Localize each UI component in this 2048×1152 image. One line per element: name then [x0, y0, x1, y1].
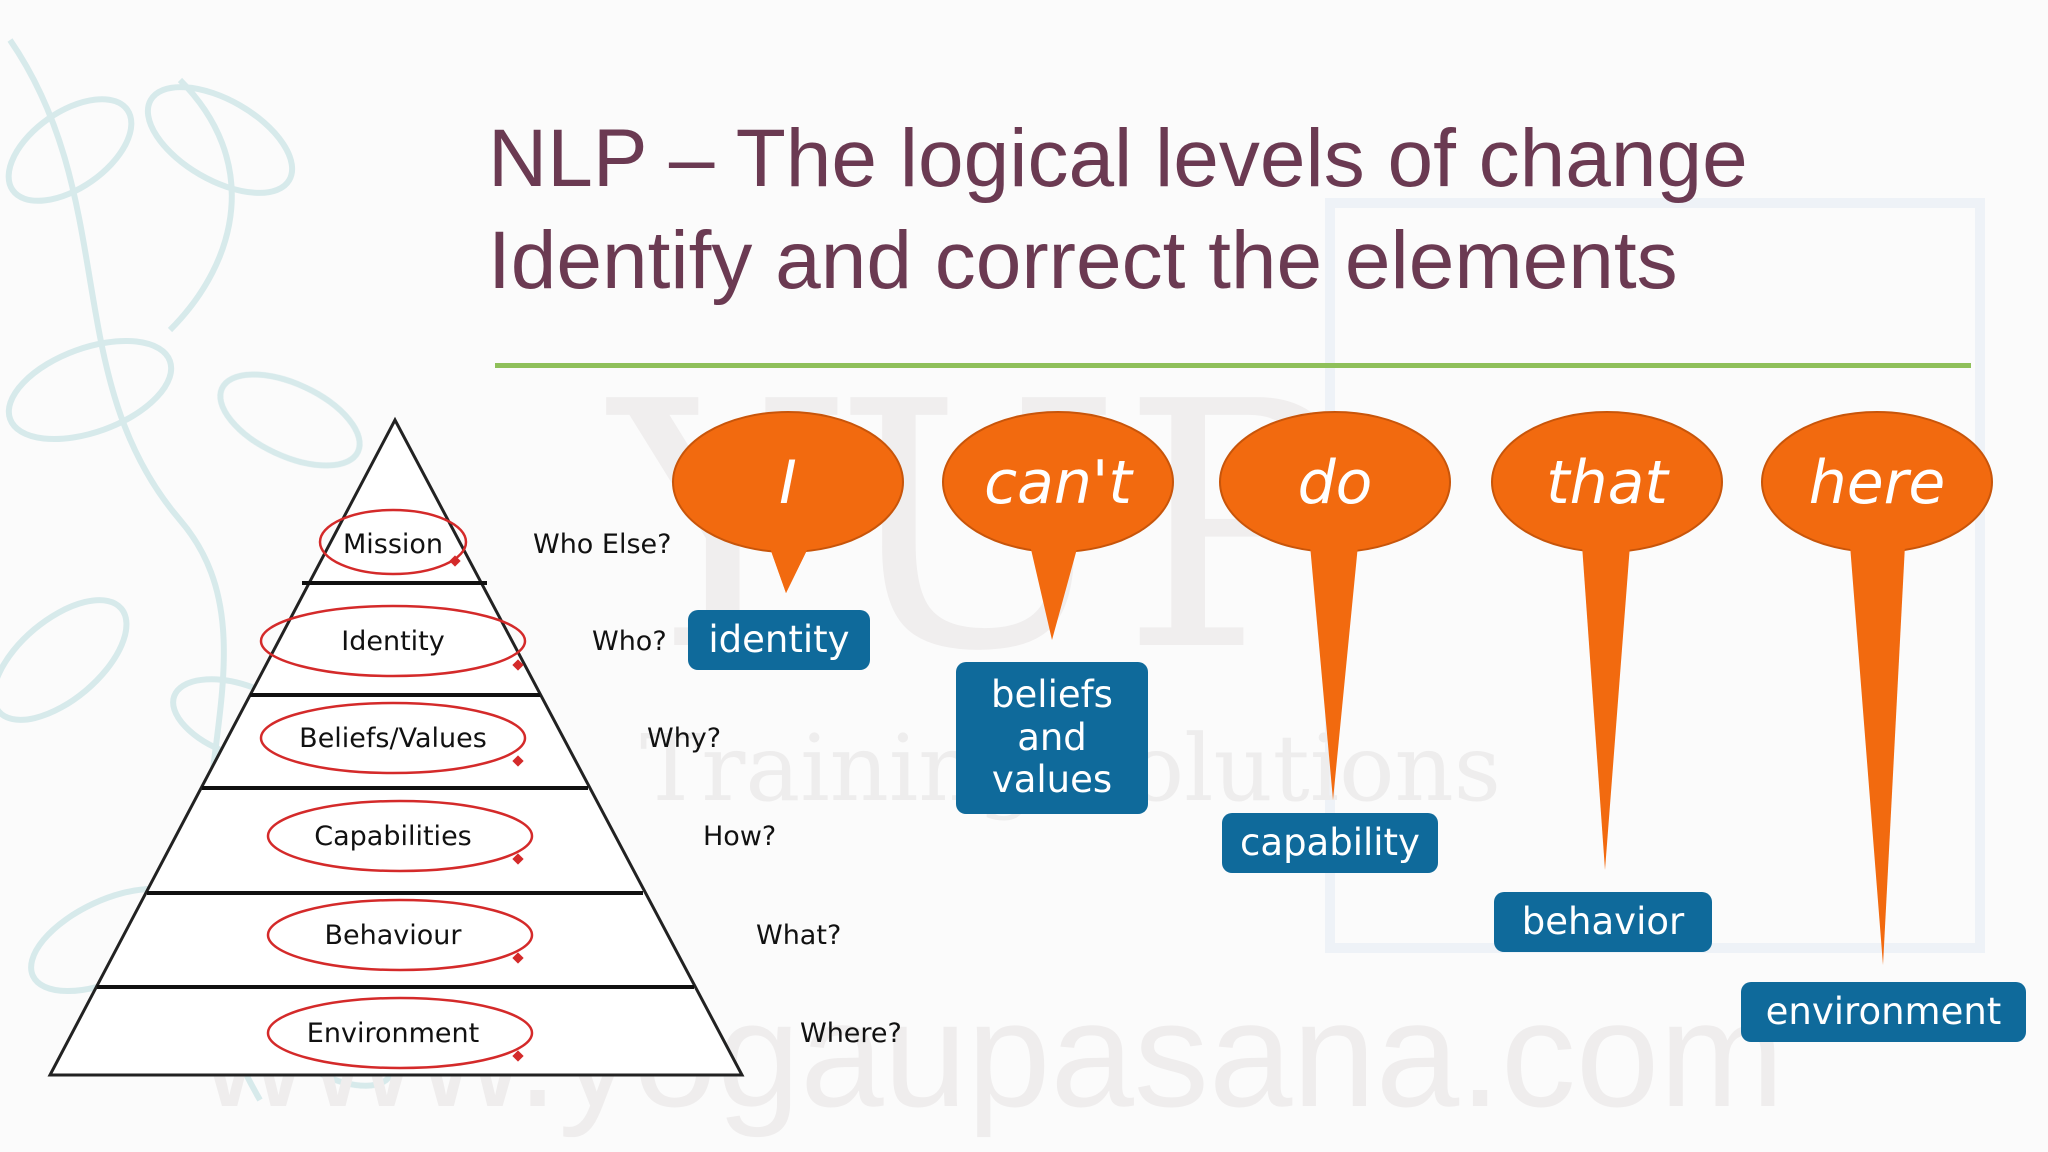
speech-bubble-here: here — [1761, 411, 1993, 965]
speech-bubble-i: I — [672, 411, 904, 593]
bubble-word: I — [779, 448, 797, 518]
level-label: Capabilities — [314, 821, 472, 852]
level-question: What? — [756, 920, 841, 951]
level-box-beliefs-values: beliefs and values — [956, 662, 1148, 814]
level-label: Environment — [307, 1018, 479, 1049]
level-box-environment: environment — [1741, 982, 2026, 1042]
level-label: Beliefs/Values — [299, 723, 487, 754]
pyramid-level-capabilities: Capabilities How? — [266, 799, 776, 873]
level-box-capability: capability — [1222, 813, 1438, 873]
level-box-identity: identity — [688, 610, 870, 670]
level-label: Identity — [341, 626, 444, 657]
level-label: Behaviour — [324, 920, 462, 951]
level-label: Mission — [343, 529, 443, 560]
speech-bubble-that: that — [1491, 411, 1723, 870]
level-question: Where? — [800, 1018, 900, 1049]
bubble-word: that — [1546, 448, 1670, 518]
pyramid-level-environment: Environment Where? — [266, 996, 900, 1070]
speech-bubble-cant: can't — [942, 411, 1174, 640]
pyramid-level-mission: Mission Who Else? — [318, 508, 671, 576]
bubble-word: here — [1809, 448, 1946, 518]
bubble-word: do — [1298, 448, 1373, 518]
slide-title-line-1: NLP – The logical levels of change — [488, 113, 1748, 204]
level-question: Who? — [592, 626, 667, 657]
bubble-word: can't — [984, 448, 1134, 518]
level-question: How? — [703, 821, 776, 852]
pyramid-level-behaviour: Behaviour What? — [266, 898, 841, 972]
level-question: Why? — [647, 723, 721, 754]
level-box-behavior: behavior — [1494, 892, 1712, 952]
logical-levels-pyramid: Mission Who Else? Identity Who? Beliefs/… — [47, 416, 900, 1077]
pyramid-level-beliefs-values: Beliefs/Values Why? — [259, 701, 721, 775]
title-divider — [495, 363, 1971, 368]
speech-bubble-do: do — [1219, 411, 1451, 800]
slide-title-line-2: Identify and correct the elements — [488, 215, 1678, 306]
level-question: Who Else? — [533, 529, 671, 560]
pyramid-level-identity: Identity Who? — [259, 604, 667, 678]
